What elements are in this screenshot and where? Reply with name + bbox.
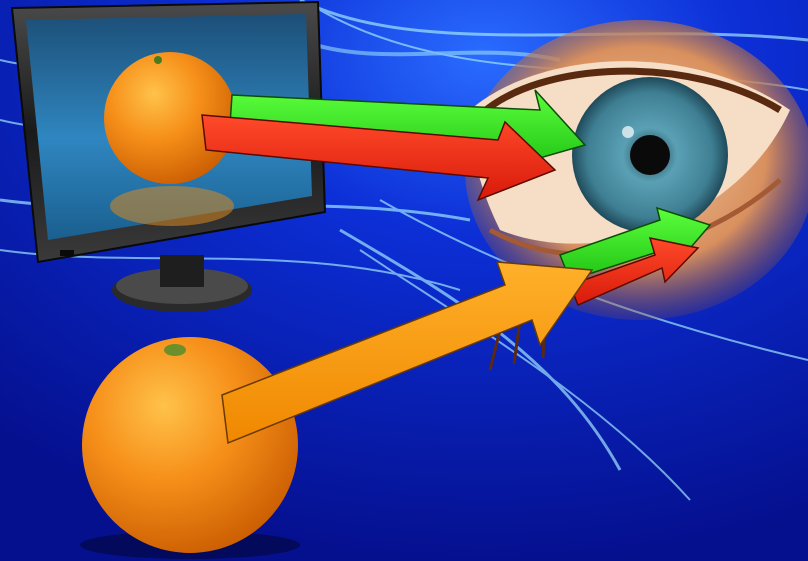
screen-orange-reflection xyxy=(110,186,234,226)
pupil xyxy=(630,135,670,175)
